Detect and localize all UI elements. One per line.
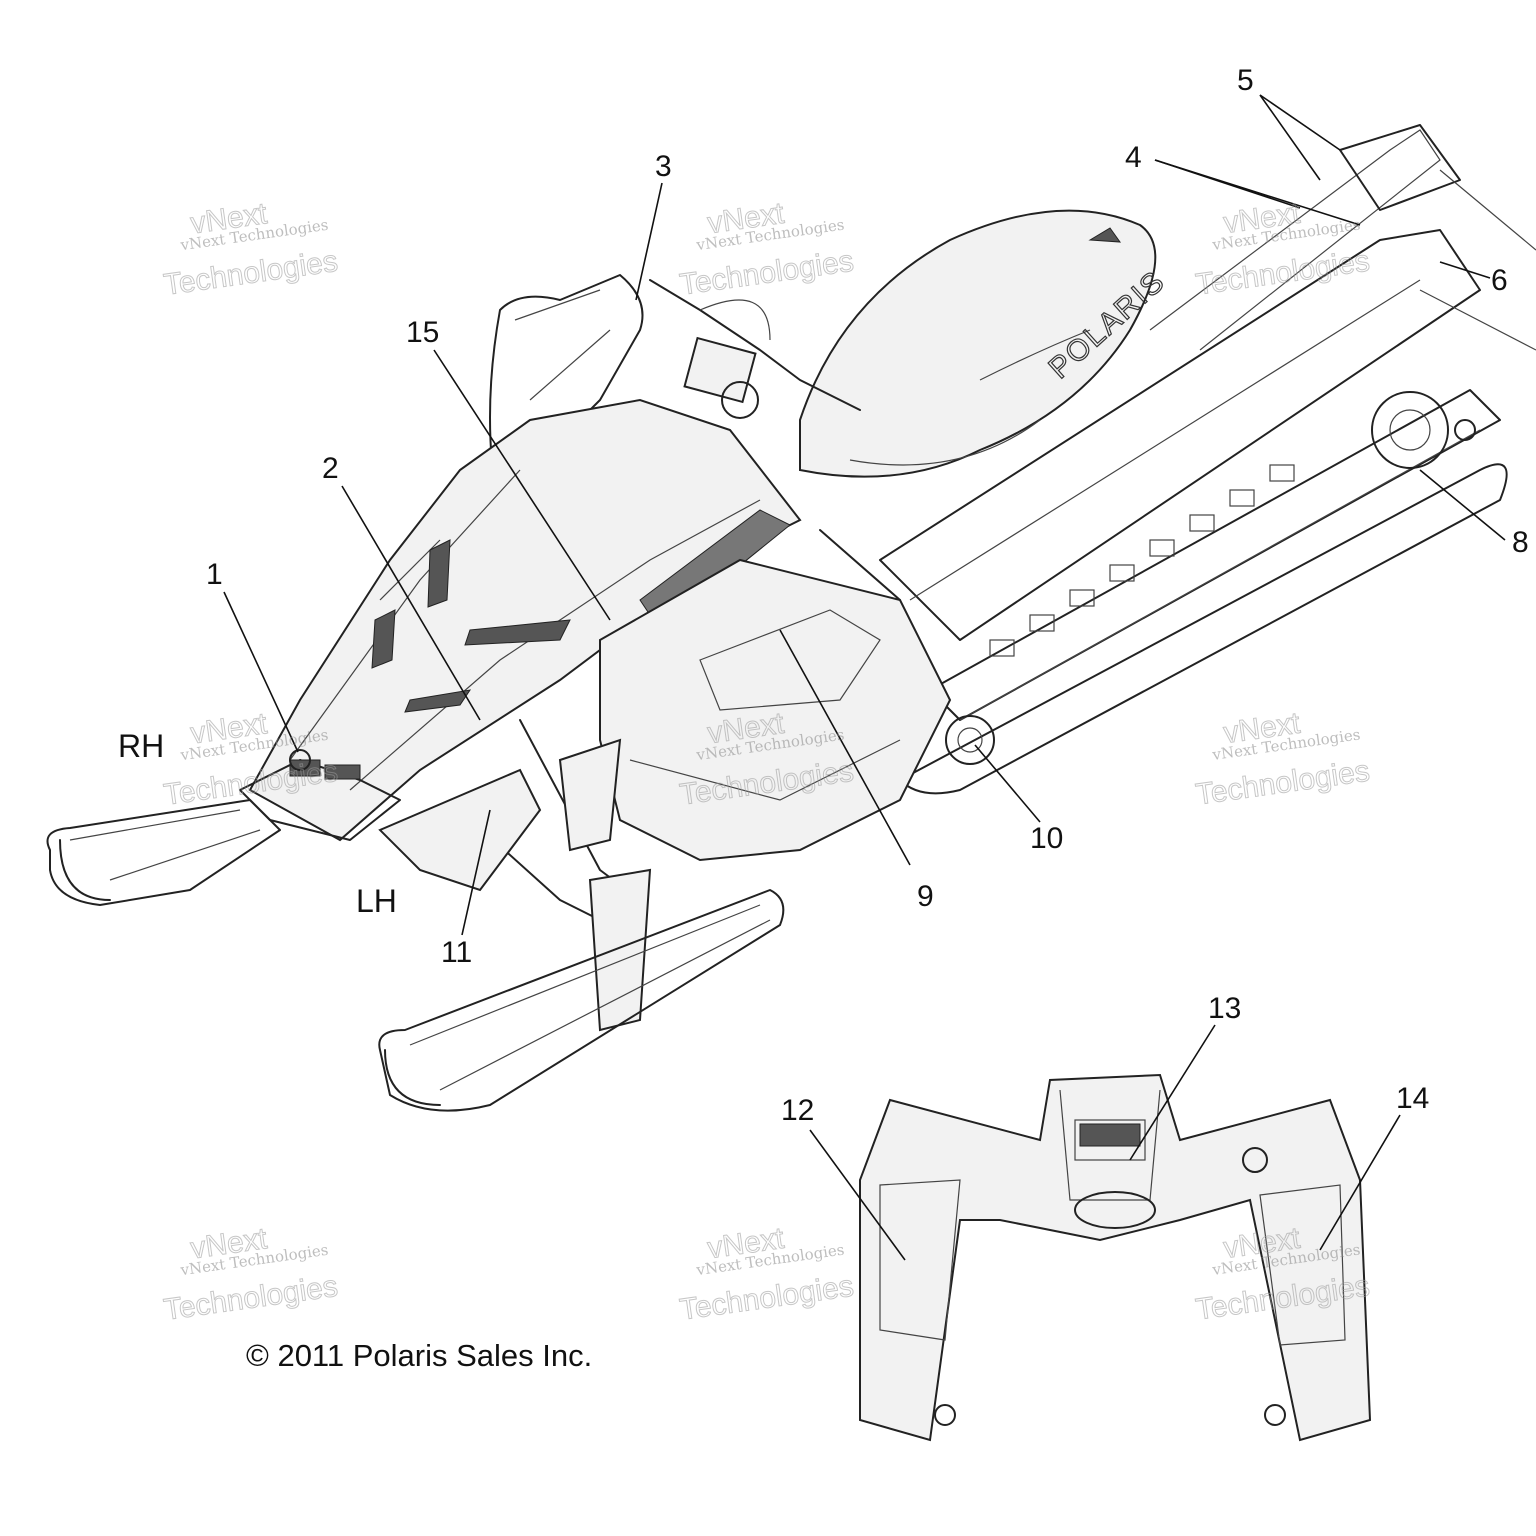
leader-lines bbox=[223, 94, 1506, 1261]
watermark-tech-1: Technologies bbox=[162, 245, 340, 302]
callout-8: 8 bbox=[1512, 526, 1529, 559]
callout-15: 15 bbox=[406, 316, 439, 349]
callout-9: 9 bbox=[917, 880, 934, 913]
callout-12: 12 bbox=[781, 1094, 814, 1127]
callout-1: 1 bbox=[206, 558, 223, 591]
watermark-tech-2: Technologies bbox=[678, 245, 856, 302]
watermark-tech-7: Technologies bbox=[162, 1270, 340, 1327]
copyright-notice: © 2011 Polaris Sales Inc. bbox=[246, 1338, 592, 1373]
callout-10: 10 bbox=[1030, 822, 1063, 855]
lh-label: LH bbox=[356, 883, 397, 919]
callout-4: 4 bbox=[1125, 141, 1142, 174]
callout-11: 11 bbox=[441, 936, 472, 969]
callout-6: 6 bbox=[1491, 264, 1508, 297]
callout-13: 13 bbox=[1208, 992, 1241, 1025]
callout-numbers: 1 2 3 4 5 6 8 9 10 11 12 13 14 15 bbox=[206, 64, 1529, 1127]
watermark-tech-8: Technologies bbox=[678, 1270, 856, 1327]
watermark-tech-6: Technologies bbox=[1194, 755, 1372, 812]
callout-14: 14 bbox=[1396, 1082, 1429, 1115]
callout-2: 2 bbox=[322, 452, 339, 485]
snowmobile-drawing: POLARIS bbox=[46, 124, 1536, 1112]
callout-5: 5 bbox=[1237, 64, 1254, 97]
hood-panel-detail bbox=[859, 1073, 1372, 1442]
callout-3: 3 bbox=[655, 150, 672, 183]
watermark-tech-3: Technologies bbox=[1194, 245, 1372, 302]
rh-label: RH bbox=[118, 728, 164, 764]
